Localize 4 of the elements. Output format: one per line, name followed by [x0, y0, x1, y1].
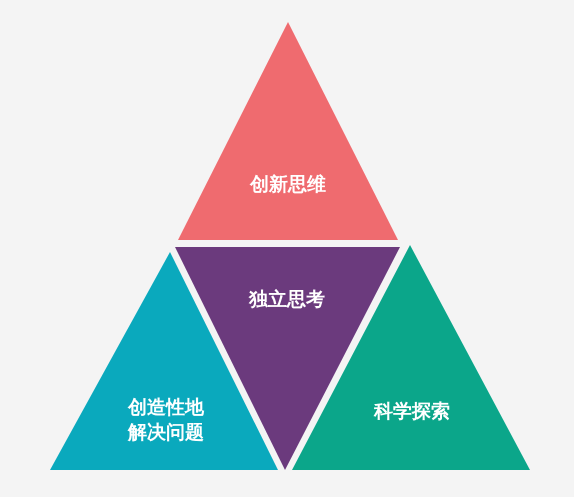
node-label: 独立思考: [248, 288, 326, 312]
node-label: 创新思维: [248, 172, 327, 198]
node-label: 创造性地解决问题: [126, 395, 206, 445]
node-label: 科学探索: [372, 400, 451, 424]
